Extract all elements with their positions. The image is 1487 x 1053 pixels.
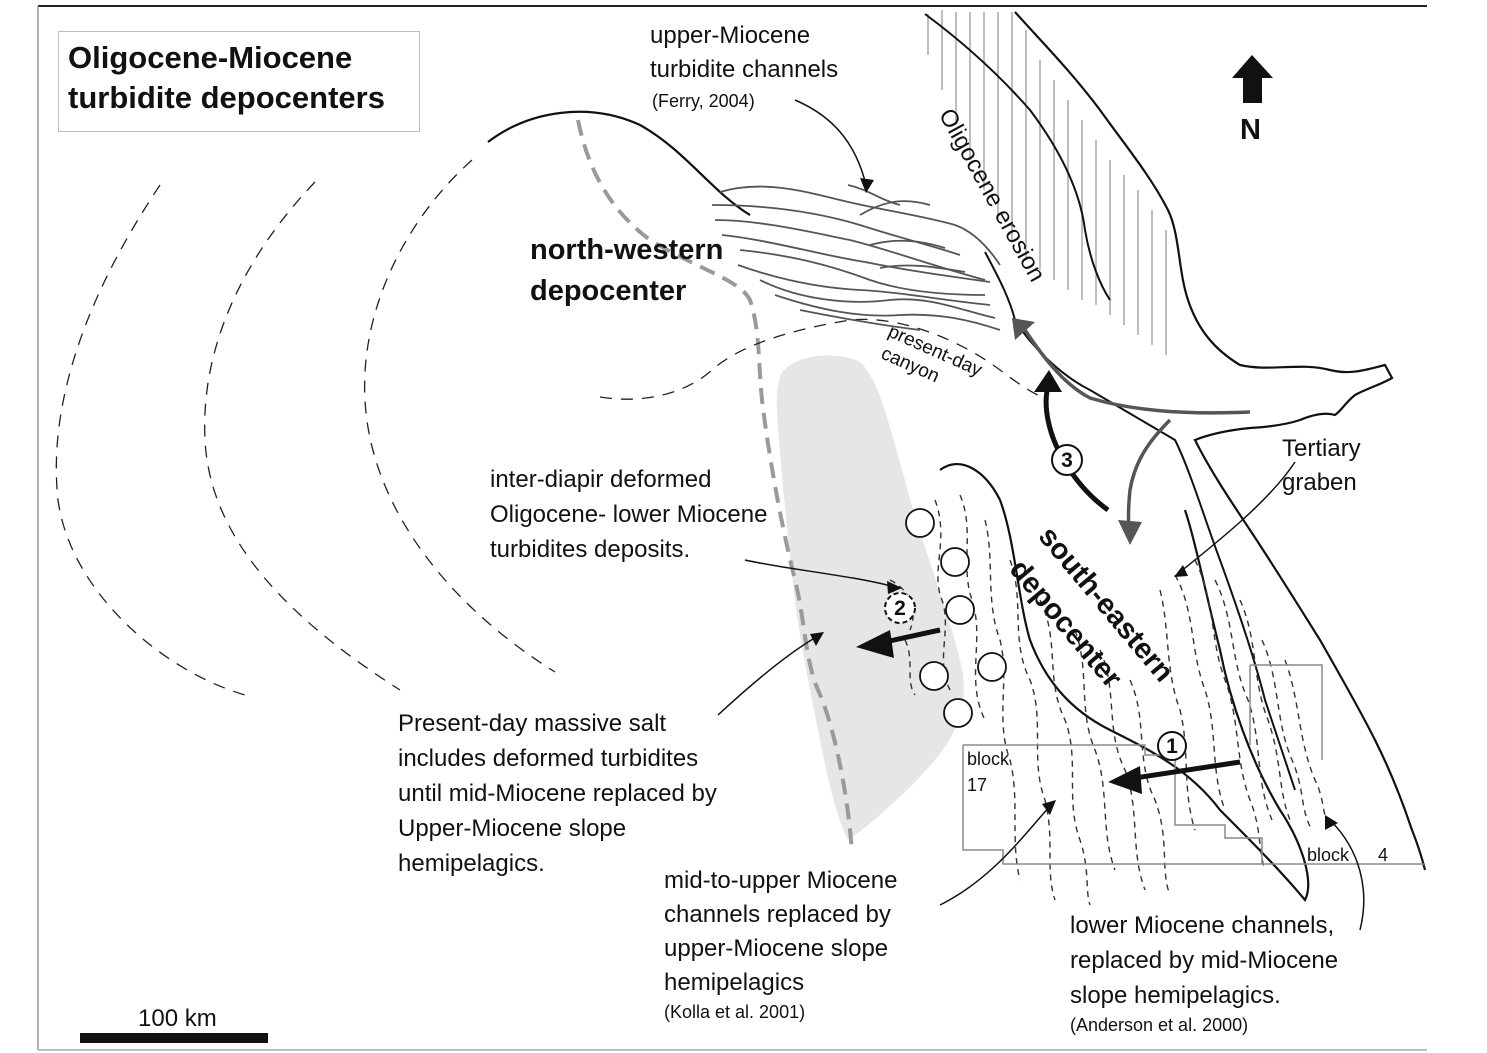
massive-salt-label-2: includes deformed turbidites [398, 745, 699, 772]
diapir-circles [905, 508, 1007, 728]
coastline [1014, 11, 1427, 871]
mid-upper-label-1: mid-to-upper Miocene [664, 867, 898, 894]
block4-label-1: block [1307, 845, 1350, 865]
marker-1: 1 [1166, 735, 1178, 758]
massive-salt-label-3: until mid-Miocene replaced by [398, 780, 717, 807]
lower-miocene-ref: (Anderson et al. 2000) [1070, 1015, 1249, 1035]
arrow-2 [884, 627, 941, 645]
river-arrowhead [1118, 520, 1142, 545]
erosion-hatching [927, 10, 1167, 355]
inter-diapir-label-1: inter-diapir deformed [490, 466, 712, 493]
title-line-1: Oligocene-Miocene [68, 40, 353, 75]
miocene-channel-traces [889, 494, 1331, 906]
nw-depocenter-label-2: depocenter [530, 275, 687, 307]
massive-salt-label-5: hemipelagics. [398, 850, 545, 877]
river-grey [1023, 329, 1251, 415]
depocenter-arcs [55, 159, 1046, 696]
lower-miocene-label-2: replaced by mid-Miocene [1070, 947, 1339, 974]
title-box [58, 31, 420, 132]
leader-arrowheads [810, 178, 1338, 830]
canyon-line [984, 251, 1296, 791]
upper-miocene-ref: (Ferry, 2004) [652, 91, 755, 111]
title-line-2: turbidite depocenters [68, 80, 385, 115]
massive-salt-label-4: Upper-Miocene slope [398, 815, 627, 842]
inter-diapir-label-3: turbidites deposits. [490, 536, 691, 563]
north-label: N [1240, 114, 1261, 146]
mid-upper-label-3: upper-Miocene slope [664, 935, 889, 962]
arrow-2-head [856, 630, 894, 658]
mid-upper-label-2: channels replaced by [664, 901, 891, 928]
north-arrow-icon [1232, 55, 1273, 103]
scale-bar-label: 100 km [138, 1005, 217, 1032]
marker-3: 3 [1061, 449, 1073, 472]
arrow-1-head [1108, 766, 1142, 794]
river-grey-branch [1126, 418, 1172, 536]
arrow-3-head [1034, 370, 1062, 392]
marker-circles [884, 444, 1187, 761]
mid-upper-ref: (Kolla et al. 2001) [664, 1002, 806, 1022]
block17-label-1: block [967, 749, 1010, 769]
massive-salt-area [776, 355, 964, 840]
upper-miocene-label-1: upper-Miocene [650, 22, 811, 49]
coastline-inner [924, 13, 1111, 301]
marker-2: 2 [894, 597, 906, 620]
scale-bar [80, 1033, 268, 1043]
lower-miocene-label-3: slope hemipelagics. [1070, 982, 1281, 1009]
se-depocenter-outline [939, 463, 1310, 902]
massive-salt-label-1: Present-day massive salt [398, 710, 667, 737]
inter-diapir-label-2: Oligocene- lower Miocene [490, 501, 768, 528]
block-outlines [962, 664, 1425, 865]
arrow-3 [1043, 384, 1110, 513]
salt-boundary [576, 119, 854, 851]
arrow-1 [1134, 759, 1241, 781]
block17-label-2: 17 [967, 775, 988, 795]
tertiary-graben-label-1: Tertiary [1282, 435, 1361, 462]
lower-miocene-label-1: lower Miocene channels, [1070, 912, 1335, 939]
nw-depocenter-outline [487, 110, 751, 216]
block4-label-2: 4 [1378, 845, 1389, 865]
canyon-arrowhead [1012, 318, 1035, 340]
leader-arrows [717, 99, 1365, 931]
nw-depocenter-label-1: north-western [530, 234, 724, 266]
tertiary-graben-label-2: graben [1282, 469, 1357, 496]
upper-miocene-channels [711, 184, 1001, 331]
mid-upper-label-4: hemipelagics [664, 969, 805, 996]
upper-miocene-label-2: turbidite channels [650, 56, 839, 83]
